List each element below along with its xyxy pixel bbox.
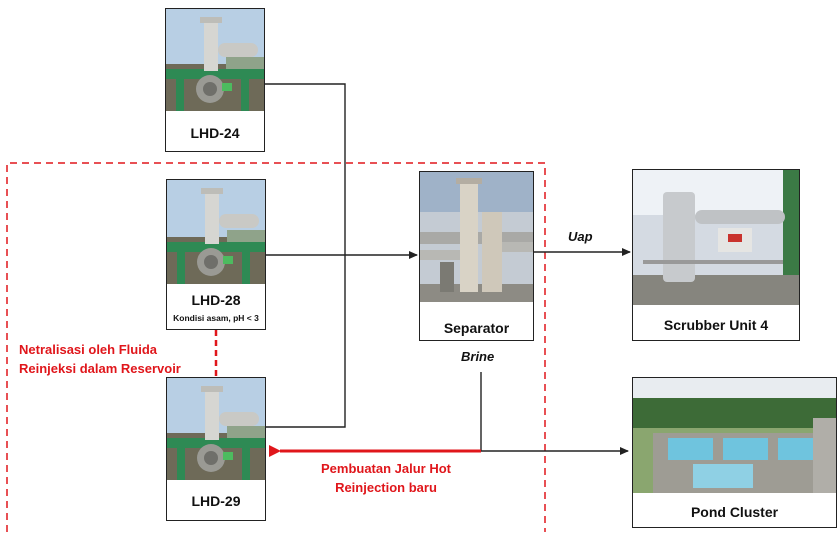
well-node-lhd28[interactable]: LHD-28 Kondisi asam, pH < 3 [166,179,266,330]
brine-line [481,372,628,451]
new-reinjection-annotation: Pembuatan Jalur Hot Reinjection baru [305,459,467,497]
node-label: Scrubber Unit 4 [633,317,799,333]
wellhead-photo [167,378,265,480]
lhd29-feed-line [265,255,345,427]
neutralization-annotation: Netralisasi oleh Fluida Reinjeksi dalam … [19,340,181,378]
separator-node[interactable]: Separator [419,171,534,341]
new-reinjection-line-2: Reinjection baru [305,478,467,497]
node-label: LHD-28 [167,292,265,308]
node-label: LHD-24 [166,125,264,141]
node-label: LHD-29 [167,493,265,509]
well-node-lhd29[interactable]: LHD-29 [166,377,266,521]
lhd24-feed-line [265,84,345,255]
well-node-lhd24[interactable]: LHD-24 [165,8,265,152]
new-reinjection-line-1: Pembuatan Jalur Hot [305,459,467,478]
node-label: Pond Cluster [633,504,836,520]
brine-flow-label: Brine [461,349,494,364]
scrubber-node[interactable]: Scrubber Unit 4 [632,169,800,341]
steam-flow-label: Uap [568,229,593,244]
scrubber-photo [633,170,799,305]
separator-photo [420,172,533,302]
neutralization-line-1: Netralisasi oleh Fluida [19,340,181,359]
node-sublabel: Kondisi asam, pH < 3 [167,313,265,323]
pond-node[interactable]: Pond Cluster [632,377,837,528]
node-label: Separator [420,320,533,336]
neutralization-line-2: Reinjeksi dalam Reservoir [19,359,181,378]
wellhead-photo [166,9,264,111]
pond-photo [633,378,836,493]
wellhead-photo [167,180,265,284]
